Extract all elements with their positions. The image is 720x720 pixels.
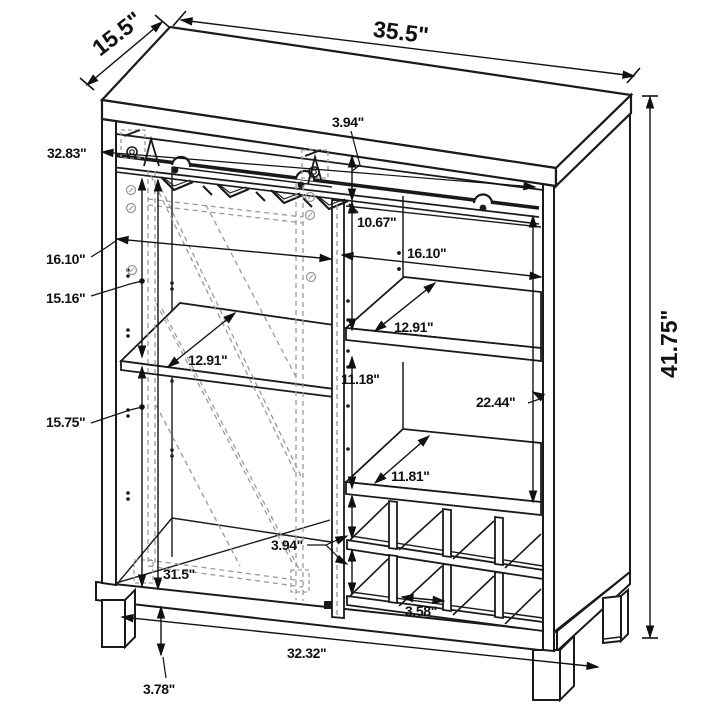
svg-text:16.10": 16.10"	[46, 251, 85, 267]
svg-text:41.75": 41.75"	[656, 310, 682, 378]
svg-text:32.32": 32.32"	[287, 645, 326, 661]
svg-text:3.58": 3.58"	[405, 603, 437, 619]
svg-text:22.44": 22.44"	[476, 394, 515, 410]
svg-text:3.94": 3.94"	[271, 537, 303, 553]
svg-text:10.67": 10.67"	[357, 214, 396, 230]
svg-text:11.81": 11.81"	[391, 468, 430, 484]
svg-text:12.91": 12.91"	[188, 352, 227, 368]
svg-text:3.78": 3.78"	[143, 681, 175, 697]
svg-text:15.75": 15.75"	[46, 414, 85, 430]
svg-text:32.83": 32.83"	[47, 145, 86, 161]
svg-text:12.91": 12.91"	[394, 319, 433, 335]
svg-text:31.5": 31.5"	[163, 566, 195, 582]
svg-text:15.16": 15.16"	[46, 290, 85, 306]
svg-text:11.18": 11.18"	[341, 371, 380, 387]
svg-text:3.94": 3.94"	[332, 114, 364, 130]
svg-text:16.10": 16.10"	[407, 245, 446, 261]
